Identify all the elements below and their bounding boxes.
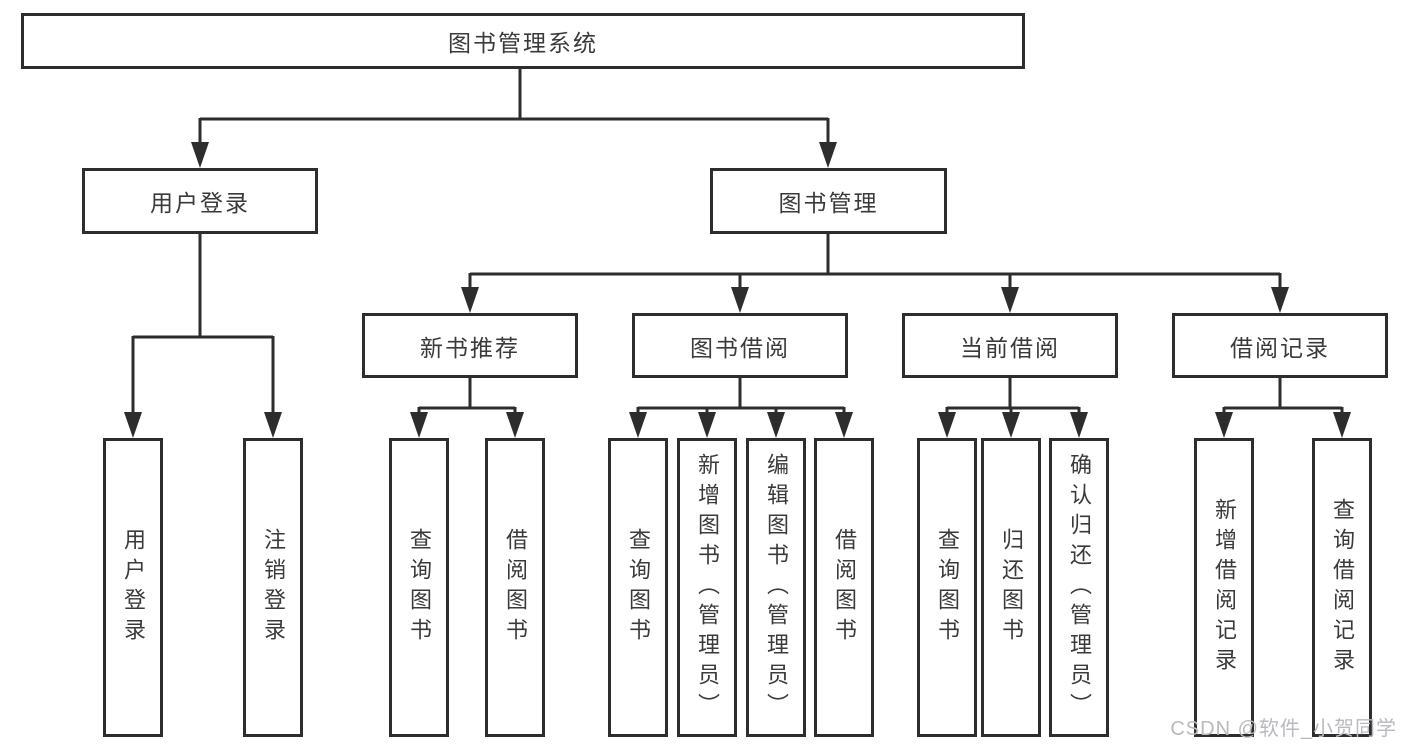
node-leaf-user-login: 用户登录 [103, 438, 163, 737]
arrowhead-icon [767, 412, 785, 438]
node-leaf-current-query-books: 查询图书 [917, 438, 977, 737]
node-leaf-borrow-query-books: 查询图书 [608, 438, 668, 737]
arrowhead-icon [819, 142, 837, 168]
node-leaf-borrow-query-books-label: 查询图书 [626, 527, 651, 648]
connector-userlogin-to-leaves [131, 234, 275, 416]
node-leaf-borrow-borrow-books: 借阅图书 [814, 438, 874, 737]
node-leaf-records-add-record-label: 新增借阅记录 [1212, 497, 1237, 678]
node-leaf-records-query-record-label: 查询借阅记录 [1330, 497, 1355, 678]
connector-current-to-leaves [945, 378, 1081, 416]
arrowhead-icon [835, 412, 853, 438]
node-leaf-current-return-books-label: 归还图书 [999, 527, 1024, 648]
node-leaf-borrow-edit-books-label: 编辑图书（管理员） [764, 452, 789, 723]
node-leaf-borrow-borrow-books-label: 借阅图书 [832, 527, 857, 648]
connector-bookmgmt-to-level3 [468, 234, 1282, 291]
arrowheads [124, 142, 1351, 438]
node-leaf-logout-label: 注销登录 [261, 527, 286, 648]
node-leaf-borrow-edit-books: 编辑图书（管理员） [746, 438, 806, 737]
node-leaf-current-confirm-return: 确认归还（管理员） [1049, 438, 1109, 737]
arrowhead-icon [264, 412, 282, 438]
node-leaf-records-add-record: 新增借阅记录 [1194, 438, 1254, 737]
watermark: CSDN @软件_小贺同学 [1170, 718, 1397, 740]
node-leaf-recommend-query-books-label: 查询图书 [407, 527, 432, 648]
arrowhead-icon [1070, 412, 1088, 438]
node-book-borrowing: 图书借阅 [632, 313, 848, 378]
arrowhead-icon [1215, 412, 1233, 438]
node-user-login: 用户登录 [82, 168, 318, 234]
node-leaf-recommend-borrow-books: 借阅图书 [485, 438, 545, 737]
arrowhead-icon [1271, 287, 1289, 313]
arrowhead-icon [410, 412, 428, 438]
node-leaf-logout: 注销登录 [243, 438, 303, 737]
arrowhead-icon [1333, 412, 1351, 438]
node-current-borrowing-label: 当前借阅 [960, 334, 1060, 361]
node-root: 图书管理系统 [21, 13, 1025, 69]
node-book-management-label: 图书管理 [778, 190, 879, 216]
node-borrowing-records-label: 借阅记录 [1230, 334, 1330, 361]
arrowhead-icon [698, 412, 716, 438]
node-leaf-recommend-query-books: 查询图书 [389, 438, 449, 737]
node-leaf-recommend-borrow-books-label: 借阅图书 [503, 527, 528, 648]
connector-recommend-to-leaves [417, 378, 517, 416]
arrowhead-icon [938, 412, 956, 438]
node-leaf-current-confirm-return-label: 确认归还（管理员） [1067, 452, 1092, 723]
arrowhead-icon [506, 412, 524, 438]
arrowhead-icon [461, 287, 479, 313]
node-book-management: 图书管理 [710, 168, 947, 234]
connector-root-to-level2 [198, 69, 830, 146]
arrowhead-icon [191, 142, 209, 168]
arrowhead-icon [731, 287, 749, 313]
connector-records-to-leaves [1222, 378, 1344, 416]
arrowhead-icon [1002, 412, 1020, 438]
node-current-borrowing: 当前借阅 [902, 313, 1118, 378]
node-borrowing-records: 借阅记录 [1172, 313, 1388, 378]
node-new-book-recommend: 新书推荐 [362, 313, 578, 378]
arrowhead-icon [629, 412, 647, 438]
node-leaf-borrow-add-books: 新增图书（管理员） [677, 438, 737, 737]
connector-borrowing-to-leaves [636, 378, 846, 416]
node-user-login-label: 用户登录 [150, 190, 250, 216]
node-leaf-current-return-books: 归还图书 [981, 438, 1041, 737]
arrowhead-icon [124, 412, 142, 438]
node-leaf-borrow-add-books-label: 新增图书（管理员） [695, 452, 720, 723]
node-root-label: 图书管理系统 [448, 30, 598, 56]
arrowhead-icon [1001, 287, 1019, 313]
node-new-book-recommend-label: 新书推荐 [420, 334, 520, 361]
node-leaf-current-query-books-label: 查询图书 [935, 527, 960, 648]
node-leaf-records-query-record: 查询借阅记录 [1312, 438, 1372, 737]
node-book-borrowing-label: 图书借阅 [690, 334, 790, 361]
node-leaf-user-login-label: 用户登录 [121, 527, 146, 648]
